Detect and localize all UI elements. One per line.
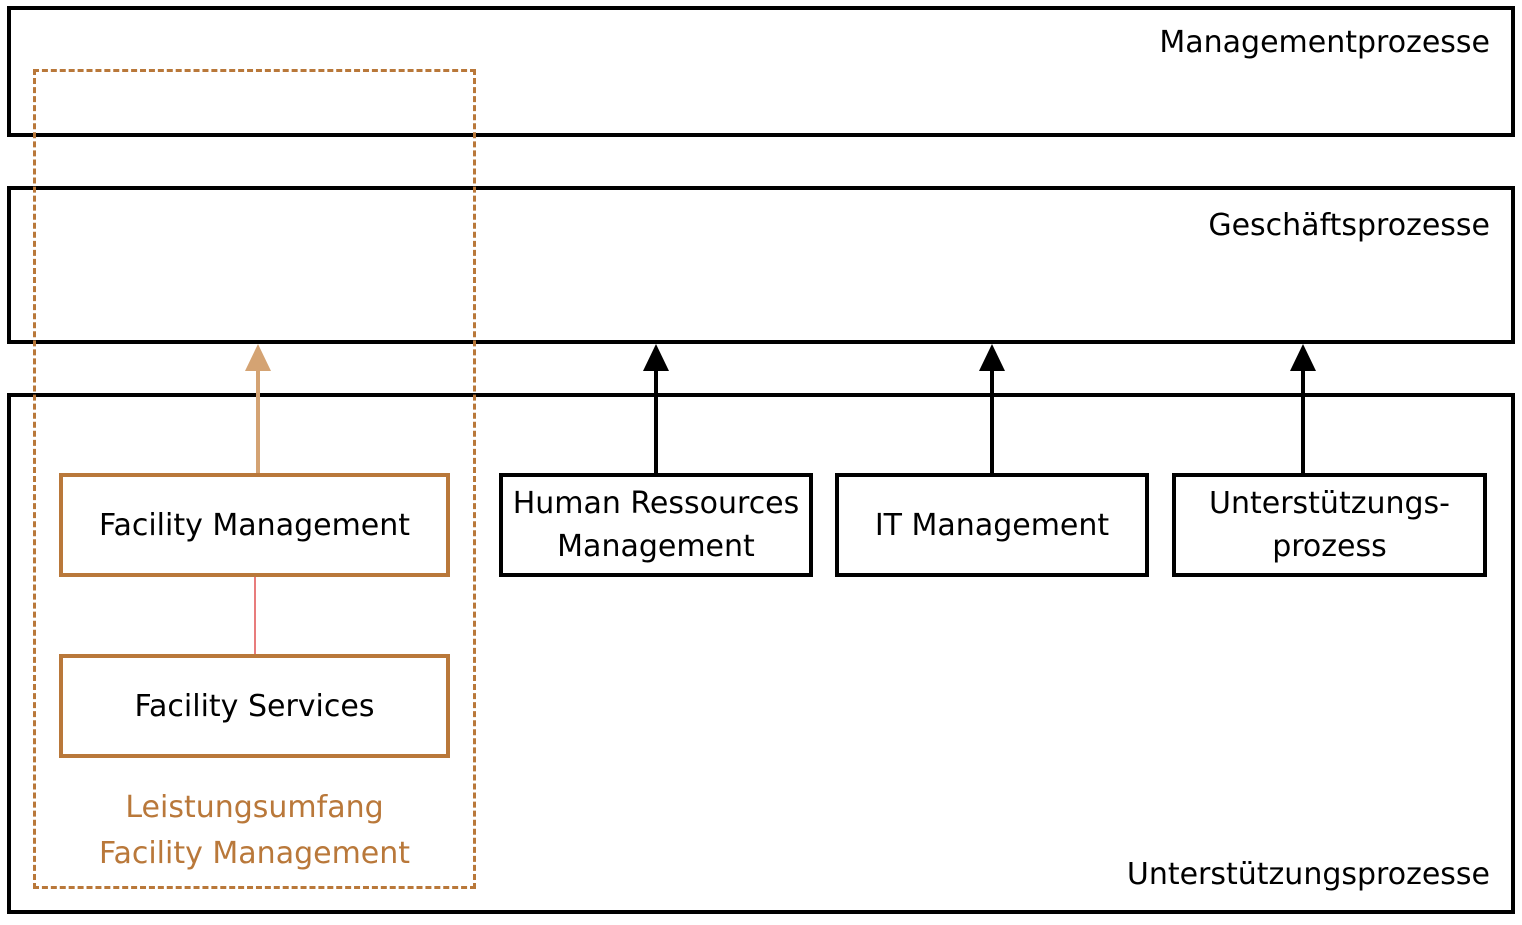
it-arrow	[979, 344, 1005, 473]
facility-scope-label: Leistungsumfang Facility Management	[98, 790, 411, 871]
human-resources-label: Human Ressources Management	[512, 486, 800, 564]
facility-services-box: Facility Services	[59, 654, 450, 758]
hr-arrow	[643, 344, 669, 473]
facility-arrow	[245, 344, 271, 473]
management-process-label: Managementprozesse	[1159, 25, 1490, 60]
management-process-layer	[7, 6, 1515, 137]
support-process-box-label: Unterstützungs- prozess	[1209, 486, 1450, 564]
it-management-label: IT Management	[874, 507, 1110, 543]
business-process-label: Geschäftsprozesse	[1208, 208, 1490, 243]
facility-management-box: Facility Management	[59, 473, 450, 577]
facility-services-label: Facility Services	[134, 688, 375, 724]
support-process-arrow	[1290, 344, 1316, 473]
support-process-box: Unterstützungs- prozess	[1172, 473, 1487, 577]
facility-management-label: Facility Management	[98, 507, 411, 543]
facility-scope-frame	[33, 69, 476, 889]
support-process-label: Unterstützungsprozesse	[1126, 857, 1490, 892]
business-process-layer	[7, 186, 1515, 344]
support-process-layer	[7, 393, 1515, 914]
human-resources-box: Human Ressources Management	[499, 473, 813, 577]
it-management-box: IT Management	[835, 473, 1149, 577]
